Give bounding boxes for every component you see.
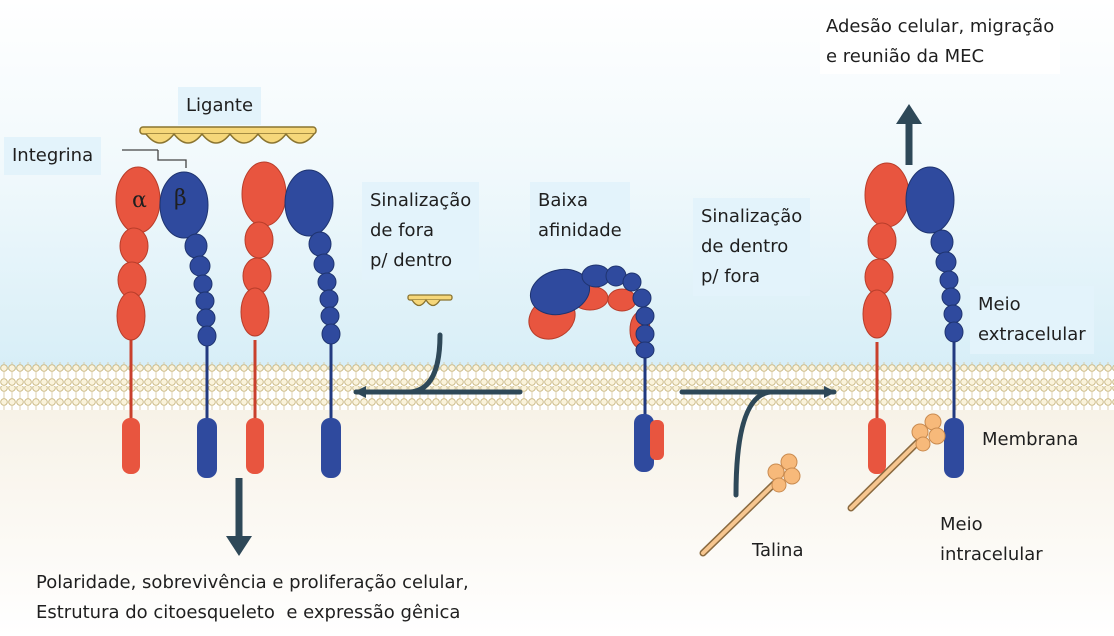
membrane-label: Membrana (982, 425, 1078, 455)
signaling-outcome-label: Polaridade, sobrevivência e proliferação… (36, 568, 469, 628)
outside-in-label: Sinalização de fora p/ dentro (362, 182, 479, 280)
integrina-label: Integrina (4, 137, 101, 175)
low-affinity-label: Baixa afinidade (530, 182, 630, 250)
intracellular-label: Meio intracelular (940, 510, 1043, 570)
ligante-label: Ligante (178, 87, 261, 125)
extracellular-label: Meio extracelular (970, 286, 1094, 354)
inside-out-label: Sinalização de dentro p/ fora (693, 198, 810, 296)
beta-symbol: β (174, 186, 187, 211)
membrane-bilayer (0, 362, 1114, 410)
adhesion-outcome-label: Adesão celular, migração e reunião da ME… (820, 10, 1060, 74)
alpha-symbol: α (132, 188, 147, 213)
talin-label: Talina (752, 536, 804, 566)
